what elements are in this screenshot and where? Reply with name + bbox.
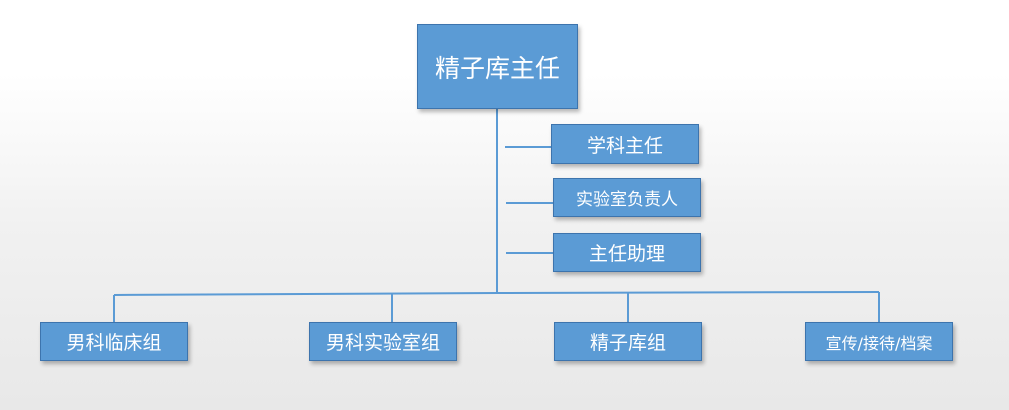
node-label: 精子库组 xyxy=(589,332,666,354)
node-lab-head: 实验室负责人 xyxy=(553,178,701,217)
node-label: 实验室负责人 xyxy=(576,190,678,210)
node-label: 学科主任 xyxy=(586,134,663,157)
node-label: 男科临床组 xyxy=(66,332,162,354)
node-andrology-clinical-group: 男科临床组 xyxy=(40,322,188,361)
node-label: 主任助理 xyxy=(588,243,665,265)
node-label: 男科实验室组 xyxy=(325,332,440,354)
node-discipline-director: 学科主任 xyxy=(551,124,699,164)
bottom-bus-right xyxy=(496,291,880,294)
node-sperm-bank-group: 精子库组 xyxy=(554,322,702,361)
node-label: 精子库主任 xyxy=(434,53,560,83)
node-andrology-lab-group: 男科实验室组 xyxy=(309,322,457,361)
node-publicity-reception-archive: 宣传/接待/档案 xyxy=(805,322,953,361)
node-director-assistant: 主任助理 xyxy=(553,233,701,272)
node-label: 宣传/接待/档案 xyxy=(825,333,933,353)
node-sperm-bank-director: 精子库主任 xyxy=(417,24,578,109)
bottom-bus-left xyxy=(113,292,498,296)
